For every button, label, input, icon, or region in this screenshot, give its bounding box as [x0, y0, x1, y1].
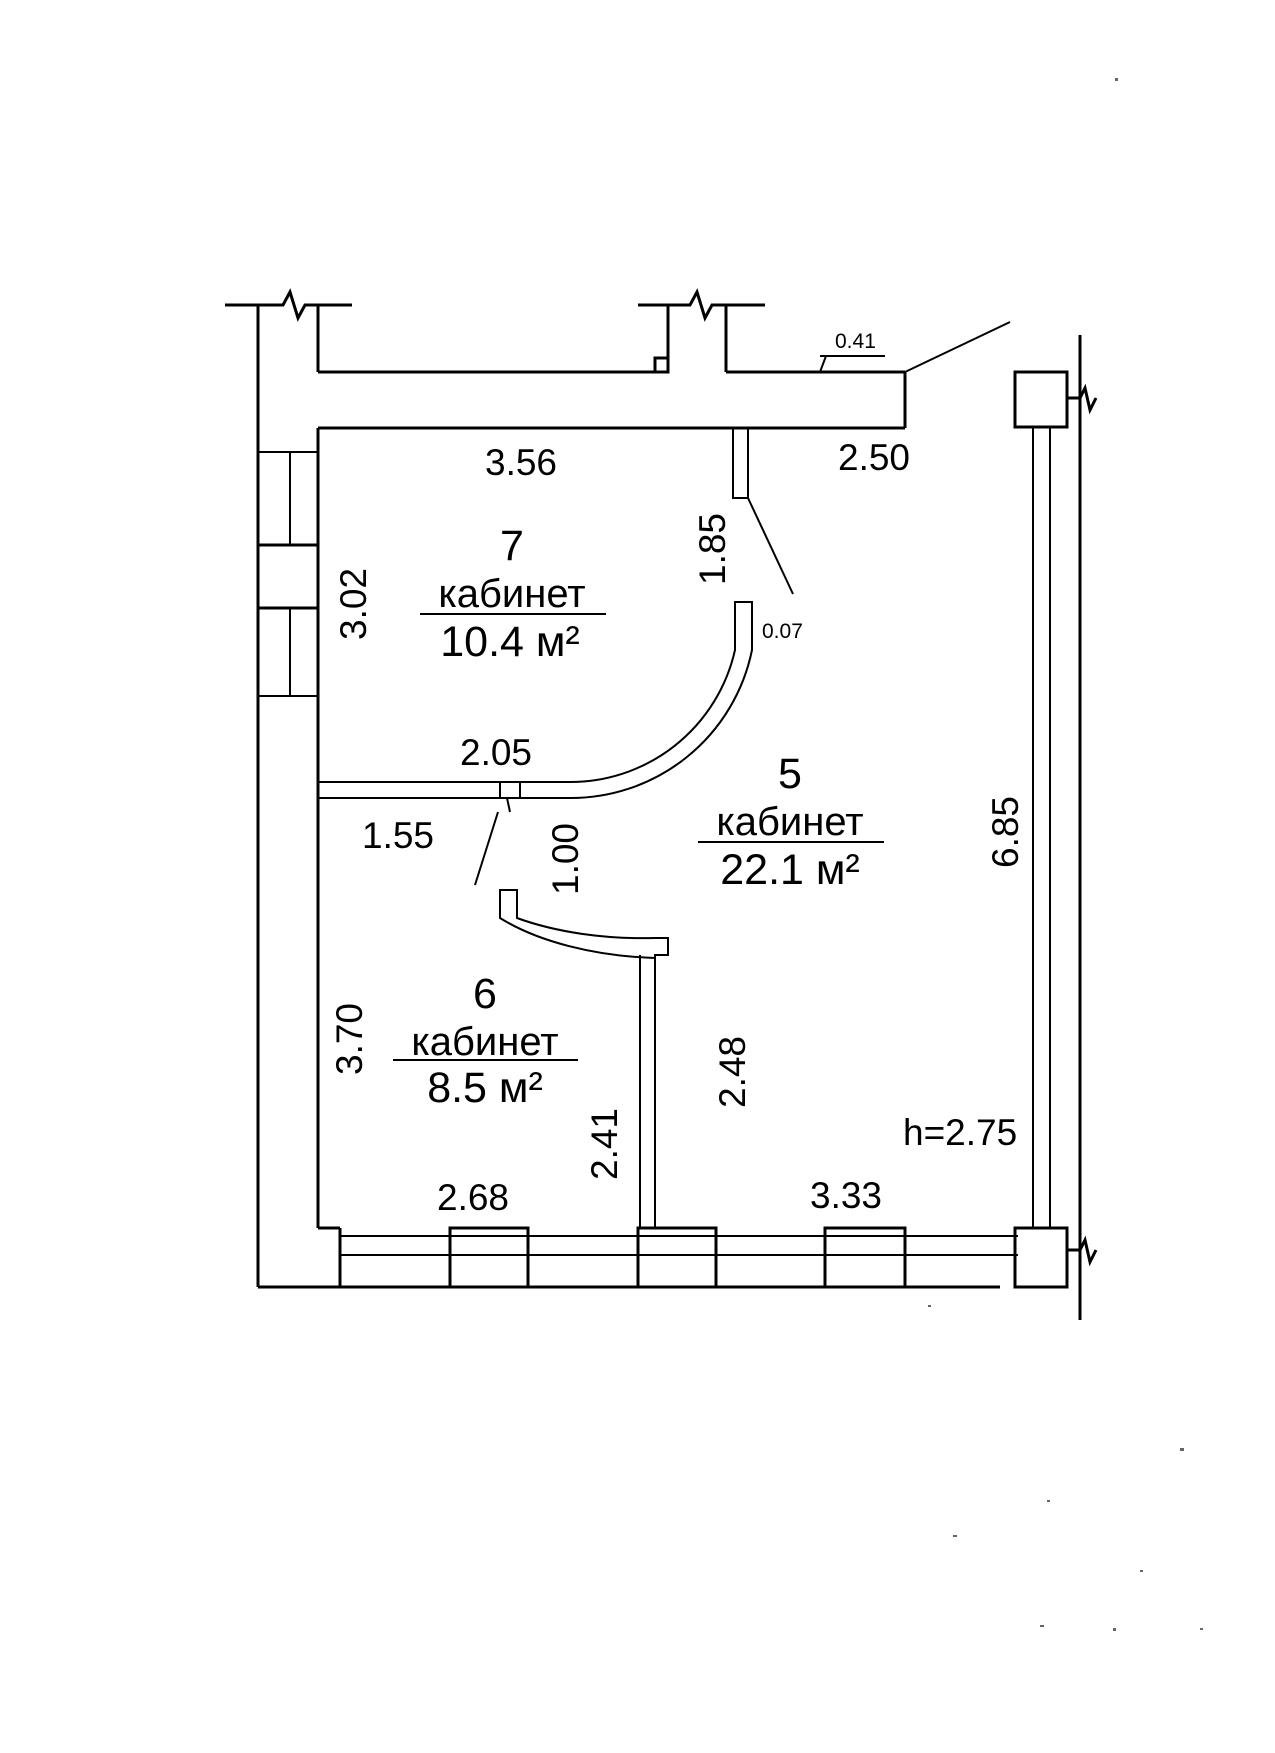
dim-room6-height: 3.70 [329, 1003, 370, 1075]
dim-wall-thickness: 0.41 [835, 330, 876, 353]
room-6-name: кабинет [411, 1020, 558, 1064]
dim-room7-width: 3.56 [485, 442, 557, 483]
dim-door-gap: 0.07 [762, 620, 803, 643]
ceiling-height: h=2.75 [903, 1112, 1017, 1153]
room-5-label: 5 кабинет 22.1 м² [698, 750, 884, 894]
room-6-label: 6 кабинет 8.5 м² [393, 970, 578, 1112]
dim-room5-bottom-width: 3.33 [810, 1175, 882, 1216]
left-window-upper [256, 451, 320, 697]
curved-partition-7 [519, 601, 753, 800]
bottom-windows [340, 1226, 1069, 1289]
room-7-label: 7 кабинет 10.4 м² [420, 522, 606, 666]
dim-room6-bottom-width: 2.68 [437, 1177, 509, 1218]
dim-room5-height: 6.85 [985, 796, 1026, 868]
room-5-name: кабинет [716, 800, 863, 844]
dim-top-right-width: 2.50 [838, 437, 910, 478]
room-5-area: 22.1 м² [720, 846, 860, 894]
room-7-name: кабинет [438, 572, 585, 616]
door-leaf-6-5 [474, 811, 499, 886]
partition-7-6 [318, 781, 521, 813]
curved-partition-6 [499, 889, 669, 1228]
right-wall [1013, 335, 1098, 1320]
wall-break-top-left [225, 288, 352, 322]
room-6-area: 8.5 м² [427, 1064, 543, 1112]
room-6-number: 6 [473, 970, 497, 1018]
wall-break-top-middle [638, 288, 765, 322]
dim-door-jamb-height: 1.85 [692, 513, 733, 585]
door-jamb-top [732, 427, 794, 595]
leader-line-top-right [819, 321, 1011, 373]
dim-partition-height: 2.48 [712, 1036, 753, 1108]
dim-partition-segment: 2.41 [584, 1108, 625, 1180]
dim-door-width: 1.00 [545, 823, 586, 895]
room-7-area: 10.4 м² [440, 618, 580, 666]
dim-room7-height: 3.02 [333, 568, 374, 640]
room-7-number: 7 [500, 522, 524, 570]
dim-partition-width: 2.05 [460, 732, 532, 773]
dim-room6-top-width: 1.55 [362, 815, 434, 856]
room-5-number: 5 [778, 750, 802, 798]
scan-noise [928, 78, 1203, 1631]
